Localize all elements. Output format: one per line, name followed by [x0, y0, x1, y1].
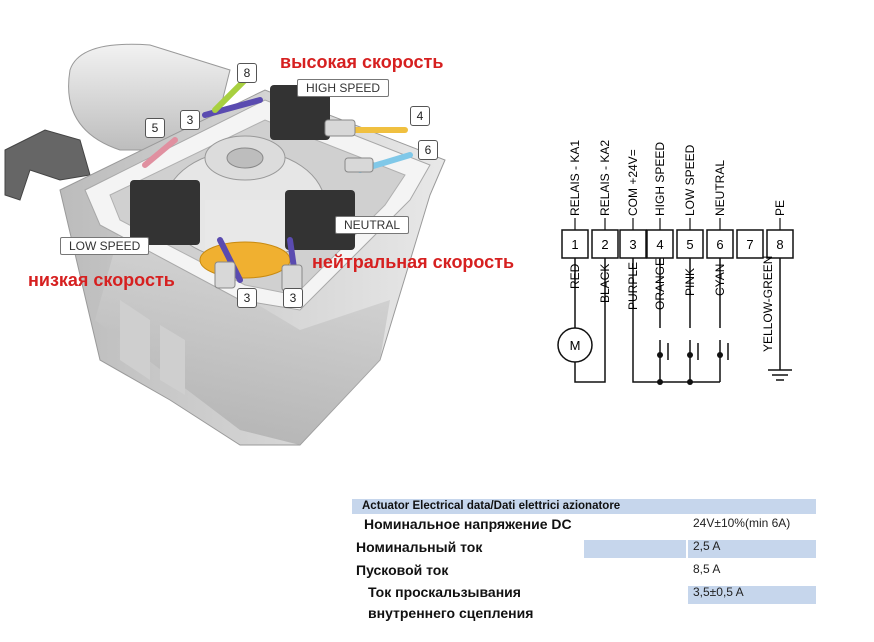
terminal-number: 1	[571, 237, 578, 252]
table-row: Номинальное напряжение DC 24V±10%(min 6A…	[352, 514, 816, 537]
terminal-number: 6	[716, 237, 723, 252]
low-speed-switch	[130, 180, 200, 245]
neutral-switch	[285, 190, 355, 250]
terminal-box	[766, 229, 794, 259]
actuator-drawing	[4, 43, 446, 446]
terminal-number: 5	[686, 237, 693, 252]
table-row-label-line2: внутреннего сцепления	[368, 605, 534, 621]
terminal-function-label: COM +24V=	[626, 149, 640, 216]
terminal-number: 2	[601, 237, 608, 252]
table-title: Actuator Electrical data/Dati elettrici …	[352, 499, 816, 514]
terminal-function-label: PE	[773, 200, 787, 216]
electrical-data-table: Actuator Electrical data/Dati elettrici …	[352, 499, 816, 623]
photo-terminal-number: 5	[145, 118, 165, 138]
wire-color-label: BLACK	[598, 264, 612, 303]
terminal-function-label: LOW SPEED	[683, 144, 697, 216]
wire-color-label: YELLOW-GREEN	[761, 256, 775, 352]
high-speed-switch	[270, 85, 330, 140]
terminal-number: 3	[629, 237, 636, 252]
table-row-label: Пусковой ток	[356, 562, 449, 578]
terminal-box	[736, 229, 764, 259]
terminal-function-label: RELAIS - KA2	[598, 140, 612, 216]
spade-terminals	[214, 119, 374, 292]
mounting-bracket	[4, 129, 91, 201]
wire-color-label: ORANGE	[653, 258, 667, 310]
photo-terminal-number: 3	[237, 288, 257, 308]
high-speed-callout: высокая скорость	[280, 52, 444, 72]
terminal-number: 4	[656, 237, 663, 252]
central-gear	[164, 135, 326, 279]
terminal-number: 8	[776, 237, 783, 252]
low-speed-tag: LOW SPEED	[60, 237, 150, 255]
table-row: Пусковой ток 8,5 A	[352, 560, 816, 583]
table-row-value: 3,5±0,5 A	[693, 585, 744, 599]
terminal-box	[591, 229, 619, 259]
terminal-number: 7	[746, 237, 753, 252]
motor-label: M	[570, 338, 581, 353]
table-row-value: 24V±10%(min 6A)	[693, 516, 791, 530]
terminal-function-label: HIGH SPEED	[653, 142, 667, 216]
table-row-value: 8,5 A	[693, 562, 721, 576]
terminal-function-label: RELAIS - KA1	[568, 140, 582, 216]
photo-terminal-number: 3	[180, 110, 200, 130]
terminal-box	[561, 229, 589, 259]
neutral-tag: NEUTRAL	[335, 216, 410, 234]
table-row: Ток проскальзывания внутреннего сцеплени…	[352, 583, 816, 623]
table-row-label: Ток проскальзывания	[368, 584, 521, 600]
high-speed-tag: HIGH SPEED	[297, 79, 390, 97]
low-speed-callout: низкая скорость	[28, 270, 175, 290]
photo-terminal-number: 3	[283, 288, 303, 308]
table-row: Номинальный ток 2,5 A	[352, 537, 816, 560]
table-row-label: Номинальный ток	[356, 539, 483, 555]
photo-terminal-number: 6	[418, 140, 438, 160]
wire-color-label: PURPLE	[626, 262, 640, 310]
wire-color-label: CYAN	[713, 264, 727, 296]
table-row-label: Номинальное напряжение DC	[364, 516, 572, 532]
wire-color-label: RED	[568, 263, 582, 289]
terminal-box	[706, 229, 734, 259]
wire-color-label: PINK	[683, 268, 697, 296]
table-row-value: 2,5 A	[693, 539, 721, 553]
terminal-function-label: NEUTRAL	[713, 160, 727, 216]
terminal-box	[646, 229, 674, 259]
neutral-callout: нейтральная скорость	[312, 252, 515, 272]
actuator-illustration	[0, 0, 540, 460]
photo-terminal-number: 4	[410, 106, 430, 126]
photo-terminal-number: 8	[237, 63, 257, 83]
